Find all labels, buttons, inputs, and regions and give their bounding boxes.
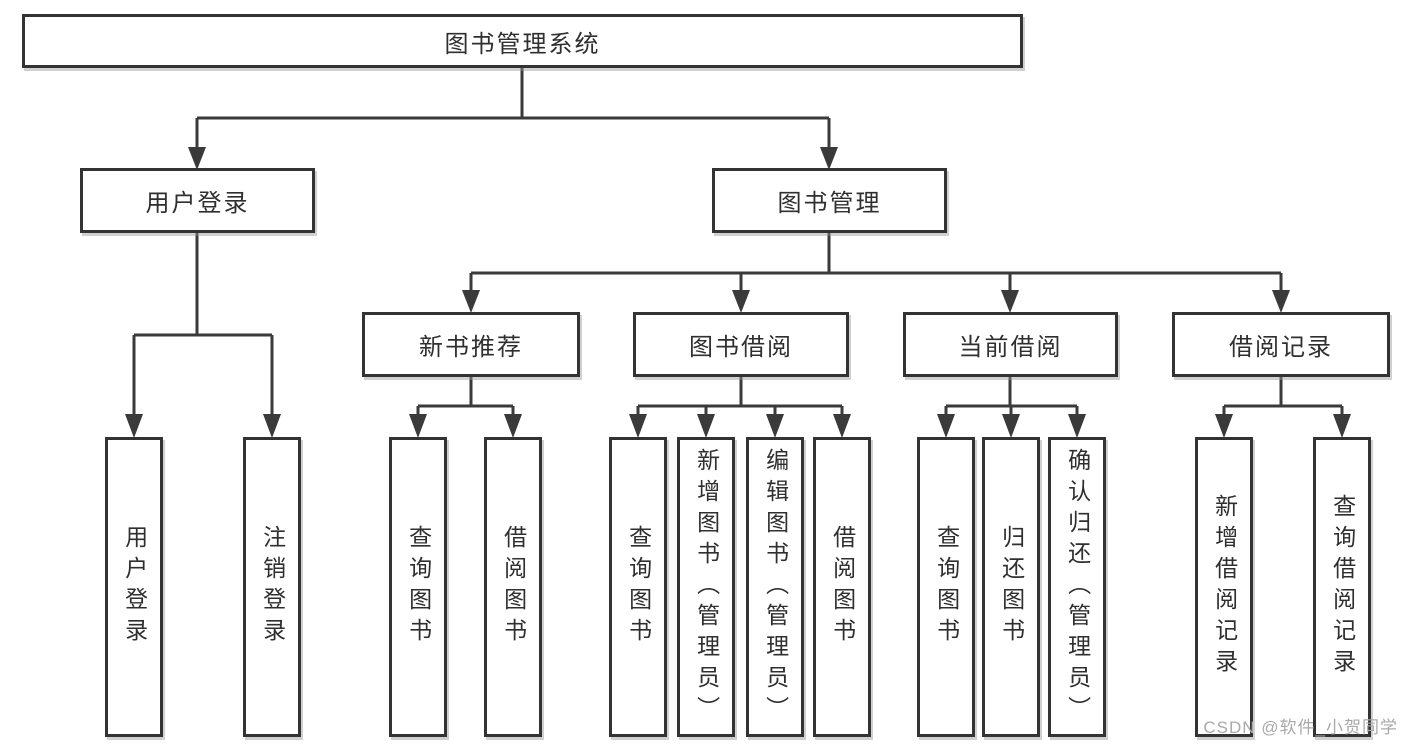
leaf-edit-book-admin: 编辑图书（管理员）: [746, 437, 804, 737]
leaf-add-book-admin: 新增图书（管理员）: [677, 437, 735, 737]
arrowheads: [125, 147, 1351, 438]
edge-root-to-level2: [195, 68, 831, 148]
csdn-watermark: CSDN @软件_小贺同学: [1203, 718, 1398, 737]
node-current-borrow: 当前借阅: [903, 312, 1118, 377]
leaf-borrow-books: 借阅图书: [813, 437, 871, 737]
edge-currentborrow-to-leaves: [944, 377, 1079, 415]
node-user-login: 用户登录: [80, 168, 315, 233]
leaf-user-login: 用户登录: [105, 437, 163, 737]
node-new-book-recommend: 新书推荐: [362, 312, 580, 377]
leaf-query-books-borrow: 查询图书: [609, 437, 667, 737]
node-book-borrow: 图书借阅: [633, 312, 849, 377]
edge-bookborrow-to-leaves: [636, 377, 844, 415]
edge-userlogin-to-leaves: [132, 233, 274, 415]
leaf-query-books-current: 查询图书: [917, 437, 975, 737]
node-borrow-records: 借阅记录: [1172, 312, 1390, 377]
leaf-confirm-return-admin: 确认归还（管理员）: [1048, 437, 1106, 737]
leaf-query-borrow-record: 查询借阅记录: [1313, 437, 1371, 737]
leaf-borrow-books-recommend: 借阅图书: [484, 437, 542, 737]
node-root: 图书管理系统: [22, 14, 1023, 68]
leaf-query-books-recommend: 查询图书: [389, 437, 447, 737]
edge-bookmgmt-to-level3: [469, 233, 1283, 291]
edge-borrowrecords-to-leaves: [1222, 377, 1344, 415]
leaf-logout: 注销登录: [243, 437, 301, 737]
leaf-return-book: 归还图书: [982, 437, 1040, 737]
node-book-management: 图书管理: [712, 168, 947, 233]
leaf-add-borrow-record: 新增借阅记录: [1195, 437, 1253, 737]
edge-newbook-to-leaves: [416, 377, 515, 415]
